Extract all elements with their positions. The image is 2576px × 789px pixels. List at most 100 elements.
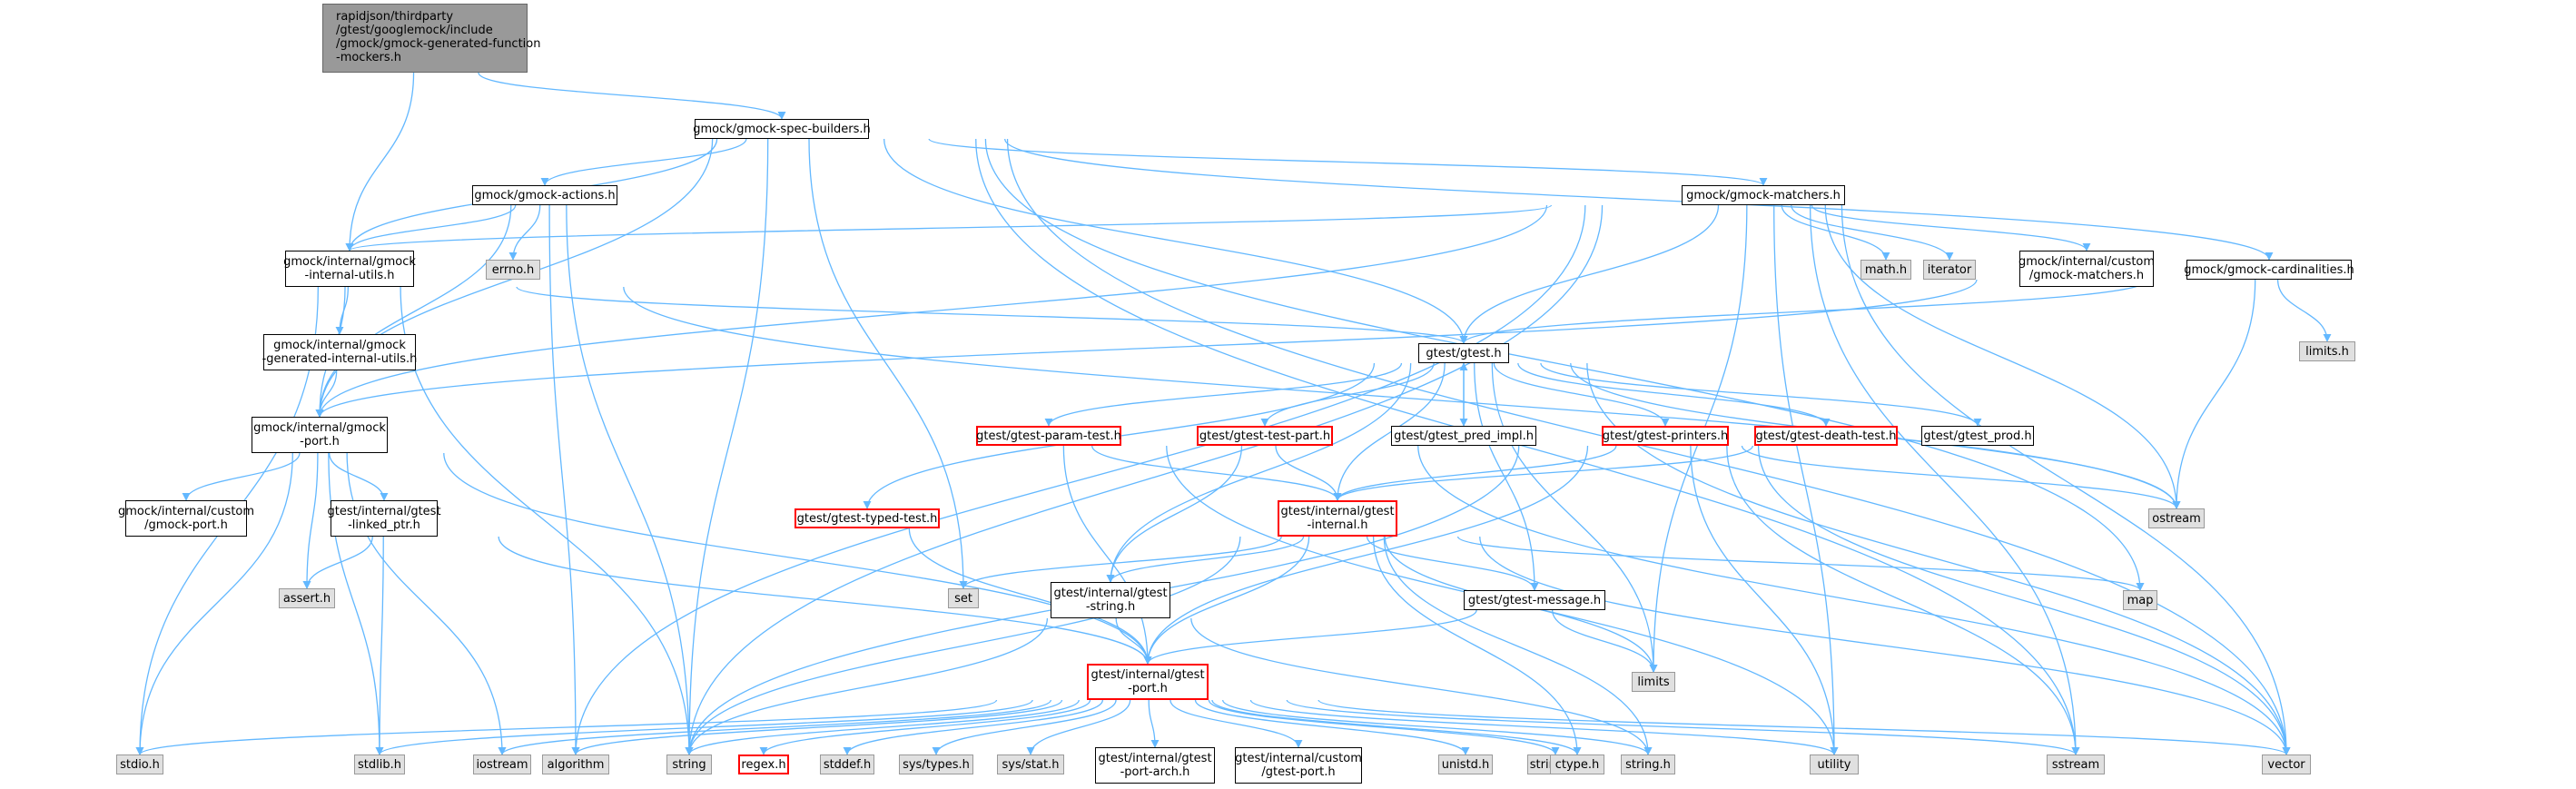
edge-matchers-to-ostream	[1824, 204, 2181, 509]
edge-cardinalities-to-gmock_port	[315, 279, 1978, 418]
node-regex[interactable]: regex.h	[738, 754, 789, 774]
node-port-arch[interactable]: gtest/internal/gtest -port-arch.h	[1095, 747, 1215, 784]
node-custom-matchers[interactable]: gmock/internal/custom /gmock-matchers.h	[2018, 251, 2155, 287]
node-spec-builders[interactable]: gmock/gmock-spec-builders.h	[693, 119, 871, 139]
edge-printers-to-ostream	[1741, 445, 2181, 509]
node-stdlib[interactable]: stdlib.h	[354, 754, 405, 774]
node-gtest-string[interactable]: gtest/internal/gtest -string.h	[1051, 582, 1170, 618]
edge-spec_builders-to-string	[685, 138, 769, 755]
edge-gtest-to-test_part	[1260, 362, 1435, 427]
node-vector[interactable]: vector	[2262, 754, 2311, 774]
node-assert[interactable]: assert.h	[279, 588, 335, 608]
node-custom-gmock-port[interactable]: gmock/internal/custom /gmock-port.h	[118, 500, 254, 537]
edge-gtest_port-to-custom_gtest_port	[1170, 699, 1303, 748]
node-set[interactable]: set	[948, 588, 979, 608]
node-message[interactable]: gtest/gtest-message.h	[1464, 590, 1605, 610]
edge-gtest_port-to-string	[685, 699, 1080, 755]
node-ctype[interactable]: ctype.h	[1550, 754, 1604, 774]
node-sys-stat[interactable]: sys/stat.h	[997, 754, 1064, 774]
edge-gtest_port-to-stdio	[135, 699, 998, 755]
node-stdio[interactable]: stdio.h	[116, 754, 163, 774]
edge-gtest_port-to-vector	[1318, 699, 2291, 755]
edge-gtest-to-limits	[1491, 362, 1658, 673]
node-printers[interactable]: gtest/gtest-printers.h	[1602, 426, 1729, 446]
node-errno[interactable]: errno.h	[486, 260, 540, 280]
edge-gmock_port-to-stdio	[135, 452, 293, 755]
node-map[interactable]: map	[2123, 590, 2157, 610]
node-internal-utils[interactable]: gmock/internal/gmock -internal-utils.h	[283, 251, 416, 287]
edge-spec_builders-to-vector	[1006, 138, 2291, 755]
node-root[interactable]: rapidjson/thirdparty /gtest/googlemock/i…	[322, 4, 540, 73]
node-utility[interactable]: utility	[1810, 754, 1859, 774]
node-iostream[interactable]: iostream	[473, 754, 531, 774]
node-test-part[interactable]: gtest/gtest-test-part.h	[1197, 426, 1333, 446]
node-gtest-prod[interactable]: gtest/gtest_prod.h	[1921, 426, 2034, 446]
node-pred-impl[interactable]: gtest/gtest_pred_impl.h	[1391, 426, 1536, 446]
node-string-h[interactable]: string.h	[1621, 754, 1675, 774]
edge-gmock_port-to-assert	[302, 452, 319, 589]
edge-gtest_port-to-strings	[1208, 699, 1560, 755]
node-cardinalities[interactable]: gmock/gmock-cardinalities.h	[2184, 260, 2354, 280]
node-sys-types[interactable]: sys/types.h	[899, 754, 973, 774]
node-generated-internal-utils[interactable]: gmock/internal/gmock -generated-internal…	[262, 334, 417, 370]
edge-internal_utils-to-string	[400, 286, 694, 755]
edge-message-to-limits	[1552, 609, 1658, 673]
edge-gtest_port-to-iostream	[498, 699, 1051, 755]
node-math[interactable]: math.h	[1860, 260, 1911, 280]
node-sstream[interactable]: sstream	[2047, 754, 2105, 774]
node-matchers[interactable]: gmock/gmock-matchers.h	[1682, 185, 1845, 205]
edge-spec_builders-to-set	[808, 138, 968, 589]
edge-actions-to-internal_utils	[345, 204, 517, 251]
node-unistd[interactable]: unistd.h	[1438, 754, 1493, 774]
edge-matchers-to-math	[1781, 204, 1890, 261]
edge-printers-to-gtest_port	[1143, 445, 1589, 665]
edge-death_test-to-gtest_internal	[1333, 445, 1753, 501]
edge-printers-to-utility	[1690, 445, 1839, 755]
edge-matchers-to-algorithm	[571, 204, 1586, 755]
edge-gtest_port-to-regex	[759, 699, 1091, 755]
node-custom-gtest-port[interactable]: gtest/internal/custom /gtest-port.h	[1235, 747, 1362, 784]
edge-gtest-to-death_test	[1517, 362, 1831, 427]
node-gtest-internal[interactable]: gtest/internal/gtest -internal.h	[1278, 500, 1397, 537]
edge-gmock_port-to-iostream	[346, 452, 507, 755]
edge-matchers-to-utility	[1773, 204, 1839, 755]
edge-message-to-gtest_port	[1143, 609, 1477, 665]
edge-gtest_port-to-port_arch	[1148, 699, 1160, 748]
node-typed-test[interactable]: gtest/gtest-typed-test.h	[795, 508, 940, 528]
node-algorithm[interactable]: algorithm	[542, 754, 609, 774]
edge-linked_ptr-to-stdlib	[375, 536, 384, 755]
node-iterator[interactable]: iterator	[1923, 260, 1976, 280]
edge-gtest_port-to-algorithm	[571, 699, 1063, 755]
node-gtest[interactable]: gtest/gtest.h	[1418, 343, 1509, 363]
edge-matchers-to-iterator	[1791, 204, 1954, 261]
node-gmock-port[interactable]: gmock/internal/gmock -port.h	[252, 417, 388, 453]
edge-gtest_internal-to-set	[959, 536, 1282, 589]
edge-matchers-to-string	[685, 204, 1604, 755]
node-limits-h[interactable]: limits.h	[2299, 341, 2355, 361]
edge-actions-to-string	[566, 204, 694, 755]
node-stddef[interactable]: stddef.h	[820, 754, 874, 774]
node-ostream[interactable]: ostream	[2148, 508, 2205, 528]
edge-linked_ptr-to-gtest_port	[498, 536, 1152, 665]
edge-gmock_port-to-linked_ptr	[329, 452, 389, 501]
edge-gtest_port-to-sys_stat	[1026, 699, 1131, 755]
node-gtest-port[interactable]: gtest/internal/gtest -port.h	[1087, 664, 1209, 700]
edge-spec_builders-to-matchers	[928, 138, 1768, 186]
node-string[interactable]: string	[666, 754, 712, 774]
edge-gtest_internal-to-ctype	[1372, 536, 1582, 755]
node-limits[interactable]: limits	[1632, 672, 1675, 692]
node-actions[interactable]: gmock/gmock-actions.h	[472, 185, 617, 205]
edge-matchers-to-internal_utils	[345, 204, 1553, 251]
edge-gtest_port-to-unistd	[1194, 699, 1470, 755]
edge-root-to-internal_utils	[345, 72, 415, 251]
node-death-test[interactable]: gtest/gtest-death-test.h	[1754, 426, 1898, 446]
edge-gtest-to-gtest_prod	[1540, 362, 1982, 427]
node-param-test[interactable]: gtest/gtest-param-test.h	[976, 426, 1121, 446]
node-linked-ptr[interactable]: gtest/internal/gtest -linked_ptr.h	[327, 500, 441, 537]
edge-gtest_internal-to-message	[1366, 536, 1539, 591]
edge-actions-to-errno	[508, 204, 541, 261]
edge-matchers-to-gtest	[1459, 204, 1720, 344]
edge-param_test-to-gtest_internal	[1091, 445, 1342, 501]
